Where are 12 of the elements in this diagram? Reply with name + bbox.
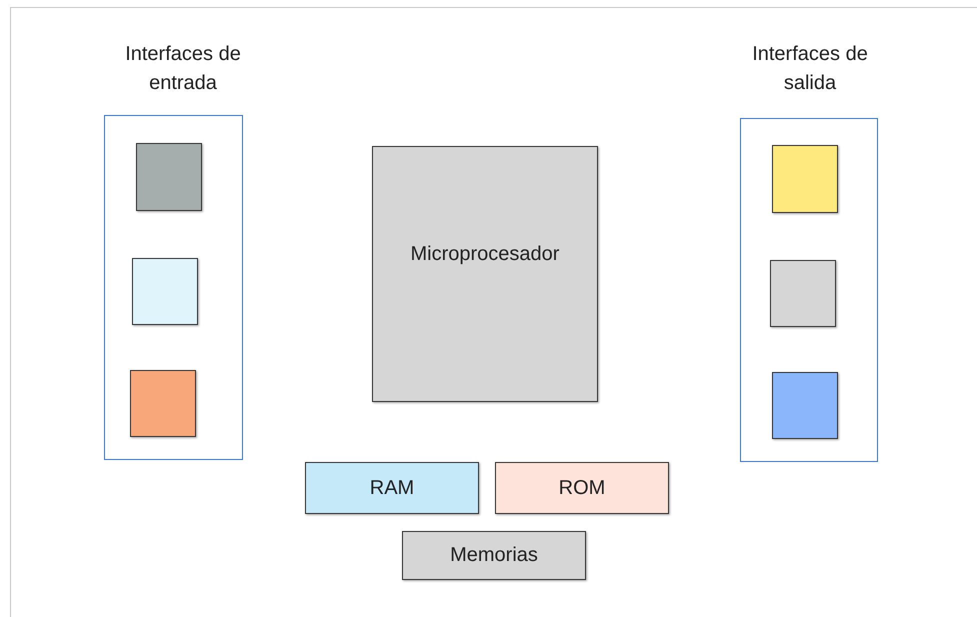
component-box xyxy=(772,372,838,439)
component-box: ROM xyxy=(495,462,669,514)
component-box: Memorias xyxy=(402,531,586,580)
component-box xyxy=(772,145,838,213)
component-box: RAM xyxy=(305,462,479,514)
group-heading: Interfaces de salida xyxy=(751,42,869,96)
component-box: Microprocesador xyxy=(372,146,598,402)
group-heading: Interfaces de entrada xyxy=(124,42,242,96)
component-box xyxy=(770,260,836,327)
component-box xyxy=(132,258,198,325)
component-box xyxy=(130,370,196,437)
component-box xyxy=(136,143,202,211)
